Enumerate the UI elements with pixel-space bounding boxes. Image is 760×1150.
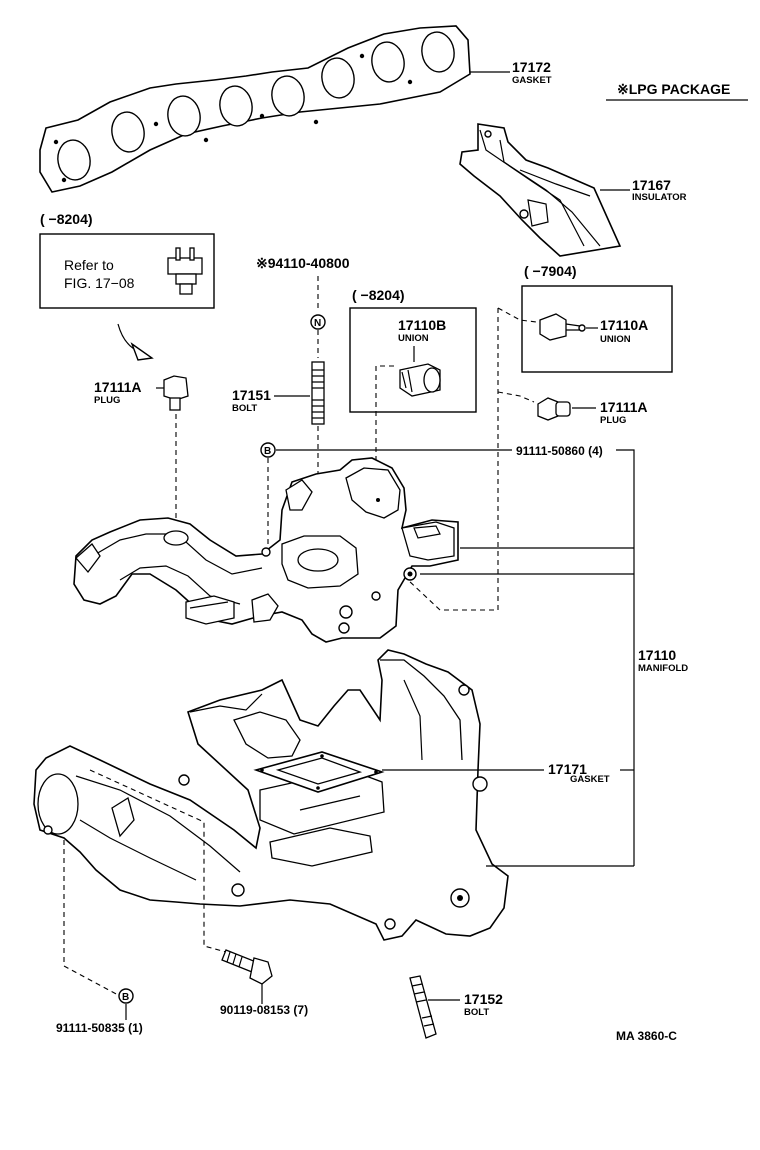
part-number-91111-50835: 91111-50835 (1) <box>56 1021 143 1035</box>
range-label-8204-left: ( −8204) <box>40 211 93 227</box>
refer-to-text: Refer to <box>64 257 114 273</box>
part-number-91111-50860: 91111-50860 (4) <box>516 444 603 458</box>
refer-to-fig: FIG. 17−08 <box>64 275 135 291</box>
insulator-17167 <box>459 123 622 257</box>
svg-text:B: B <box>122 992 129 1003</box>
figure-code: MA 3860-C <box>616 1029 677 1043</box>
part-number-17110b: 17110B <box>398 317 446 333</box>
plug-17111a-left <box>163 375 189 411</box>
part-number-90119-08153: 90119-08153 (7) <box>220 1003 308 1017</box>
exhaust-gasket-17172 <box>39 25 471 193</box>
range-label-8204-mid: ( −8204) <box>352 287 405 303</box>
svg-text:N: N <box>314 318 321 329</box>
part-number-17172: 17172 <box>512 59 551 75</box>
stud-bolt-17152 <box>409 975 437 1039</box>
part-number-17167: 17167 <box>632 177 671 193</box>
part-number-94110-40800: ※94110-40800 <box>256 255 350 271</box>
part-number-17111a-right: 17111A <box>600 399 648 415</box>
part-name-plug-right: PLUG <box>600 415 626 426</box>
part-name-bolt-17152: BOLT <box>464 1007 489 1018</box>
part-name-bolt-17151: BOLT <box>232 403 257 414</box>
exhaust-manifold-lower <box>33 649 509 941</box>
union-17110a <box>539 313 586 341</box>
part-number-17171: 17171 <box>548 761 587 777</box>
plug-17111a-right <box>537 397 571 421</box>
part-name-gasket-mid: GASKET <box>570 774 610 785</box>
mark-b-lower <box>118 988 134 1004</box>
mark-b-upper <box>260 442 276 458</box>
sender-switch-icon <box>167 247 203 295</box>
intake-manifold-upper <box>73 457 459 643</box>
part-name-manifold: MANIFOLD <box>638 663 688 674</box>
part-number-17111a-left: 17111A <box>94 379 142 395</box>
stud-bolt-17151 <box>311 361 325 425</box>
bolt-90119-08153 <box>221 949 273 985</box>
gasket-17171 <box>253 751 385 793</box>
mark-n <box>310 314 326 330</box>
part-number-17152: 17152 <box>464 991 503 1007</box>
part-number-17110a: 17110A <box>600 317 648 333</box>
part-name-gasket-top: GASKET <box>512 75 552 86</box>
part-name-union-a: UNION <box>600 334 631 345</box>
union-17110b <box>399 363 441 397</box>
part-name-union-b: UNION <box>398 333 429 344</box>
part-name-plug-left: PLUG <box>94 395 120 406</box>
part-name-insulator: INSULATOR <box>632 192 687 203</box>
part-number-17151: 17151 <box>232 387 271 403</box>
lpg-package-note: ※LPG PACKAGE <box>617 81 730 97</box>
part-number-17110: 17110 <box>638 647 676 663</box>
svg-text:B: B <box>264 446 271 457</box>
range-label-7904: ( −7904) <box>524 263 577 279</box>
